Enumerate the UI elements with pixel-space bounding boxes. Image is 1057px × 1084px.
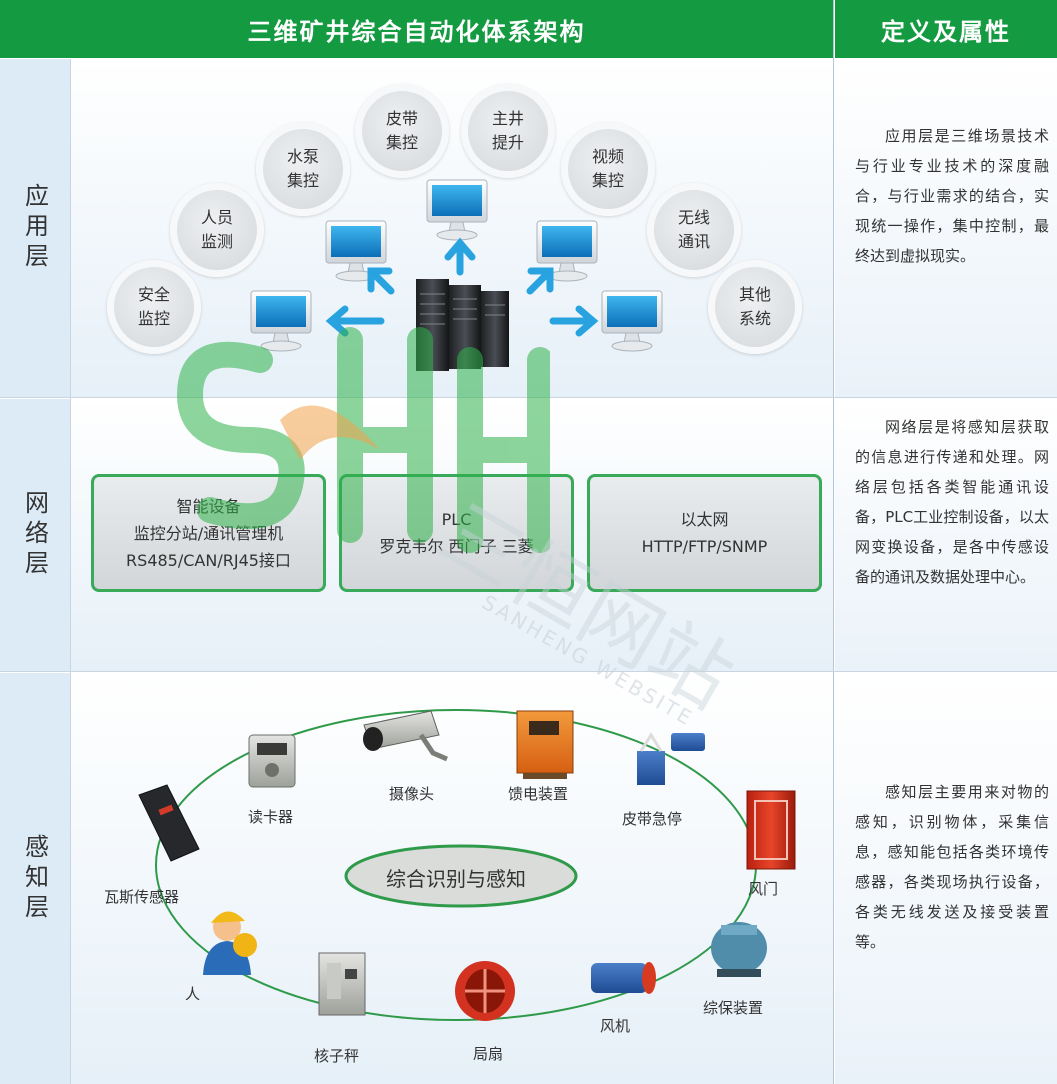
system-label: 安全 监控 <box>137 285 170 328</box>
device-label-fan: 风机 <box>600 1017 631 1035</box>
card-reader-icon <box>248 734 296 788</box>
network-description-panel: 网络层是将感知层获取的信息进行传递和处理。网络层包括各类智能通讯设备，PLC工业… <box>835 399 1057 671</box>
network-box-smart-devices: 智能设备 监控分站/通讯管理机 RS485/CAN/RJ45接口 <box>91 474 326 592</box>
application-graphics <box>250 179 663 371</box>
center-ellipse <box>344 844 578 908</box>
camera-icon <box>363 710 448 762</box>
network-box-plc: PLC 罗克韦尔 西门子 三菱 <box>339 474 574 592</box>
divider-h2 <box>0 671 1057 672</box>
system-label: 其他 系统 <box>738 285 771 328</box>
monitor-icon <box>250 290 312 352</box>
application-description-panel: 应用层是三维场景技术与行业专业技术的深度融合，与行业需求的结合，实现统一操作，集… <box>835 59 1057 397</box>
device-label-feed-device: 馈电装置 <box>508 785 569 803</box>
system-circle-hoist: 主井 提升 <box>461 84 555 178</box>
divider-v1 <box>70 59 71 1084</box>
box-line: 智能设备 <box>176 496 241 516</box>
system-circle-video: 视频 集控 <box>561 122 655 216</box>
system-circle-wireless: 无线 通讯 <box>647 183 741 277</box>
system-label: 无线 通讯 <box>677 208 710 251</box>
device-label-nuclear-scale: 核子秤 <box>314 1047 360 1065</box>
layer-label-perception: 感知层 <box>0 673 70 1084</box>
layer-label-network: 网络层 <box>0 399 70 671</box>
system-label: 水泵 集控 <box>286 147 319 190</box>
comprehensive-protection-icon <box>711 922 767 977</box>
network-description: 网络层是将感知层获取的信息进行传递和处理。网络层包括各类智能通讯设备，PLC工业… <box>855 418 1049 586</box>
device-label-belt-emergency-stop: 皮带急停 <box>622 810 683 828</box>
box-line: 以太网 <box>680 510 729 529</box>
device-label-person: 人 <box>185 985 201 1003</box>
main-title: 三维矿井综合自动化体系架构 <box>247 17 586 46</box>
divider-v2 <box>833 0 834 1084</box>
device-label-card-reader: 读卡器 <box>248 808 294 826</box>
device-label-air-door: 风门 <box>748 880 779 898</box>
system-circle-belt: 皮带 集控 <box>355 84 449 178</box>
main-header: 三维矿井综合自动化体系架构 <box>0 0 833 58</box>
system-circle-pump: 水泵 集控 <box>256 122 350 216</box>
system-circle-personnel: 人员 监测 <box>170 183 264 277</box>
system-circle-safety-monitoring: 安全 监控 <box>107 260 201 354</box>
person-icon <box>203 911 257 975</box>
system-label: 主井 提升 <box>491 109 524 152</box>
perception-label-text: 感知层 <box>20 833 49 924</box>
application-label-text: 应用层 <box>20 183 49 273</box>
system-label: 人员 监测 <box>200 208 233 251</box>
application-description: 应用层是三维场景技术与行业专业技术的深度融合，与行业需求的结合，实现统一操作，集… <box>855 127 1049 265</box>
perception-description: 感知层主要用来对物的感知，识别物体，采集信息，感知能包括各类环境传感器，各类现场… <box>855 783 1049 951</box>
device-label-camera: 摄像头 <box>389 785 435 803</box>
perception-graphics <box>138 709 796 1021</box>
perception-description-panel: 感知层主要用来对物的感知，识别物体，采集信息，感知能包括各类环境传感器，各类现场… <box>835 673 1057 1084</box>
network-label-text: 网络层 <box>20 490 49 580</box>
system-circle-other: 其他 系统 <box>708 260 802 354</box>
device-label-comprehensive-protection: 综保装置 <box>703 999 764 1017</box>
arrow-icon <box>325 237 599 337</box>
box-line: 监控分站/通讯管理机 <box>133 523 284 543</box>
center-label: 综合识别与感知 <box>386 867 526 891</box>
layer-label-application: 应用层 <box>0 59 70 397</box>
box-line: 罗克韦尔 西门子 三菱 <box>379 537 534 556</box>
device-label-gas-sensor: 瓦斯传感器 <box>104 888 180 906</box>
box-line: HTTP/FTP/SNMP <box>641 537 768 556</box>
fan-icon <box>591 962 656 994</box>
system-label: 皮带 集控 <box>385 109 418 152</box>
feed-device-icon <box>516 710 574 779</box>
air-door-icon <box>746 790 796 870</box>
local-fan-icon <box>455 961 515 1021</box>
divider-h1 <box>0 397 1057 398</box>
device-label-local-fan: 局扇 <box>473 1045 504 1063</box>
nuclear-scale-icon <box>318 952 366 1016</box>
monitor-icon <box>426 179 488 241</box>
box-line: RS485/CAN/RJ45接口 <box>126 550 291 570</box>
box-line: PLC <box>441 510 472 529</box>
monitor-icon <box>601 290 663 352</box>
side-header: 定义及属性 <box>835 0 1057 58</box>
network-box-ethernet: 以太网 HTTP/FTP/SNMP <box>587 474 822 592</box>
belt-emergency-stop-icon <box>637 732 705 785</box>
gas-sensor-icon <box>138 784 200 862</box>
server-rack-icon <box>416 279 509 371</box>
system-label: 视频 集控 <box>591 147 624 190</box>
side-title: 定义及属性 <box>881 17 1011 46</box>
